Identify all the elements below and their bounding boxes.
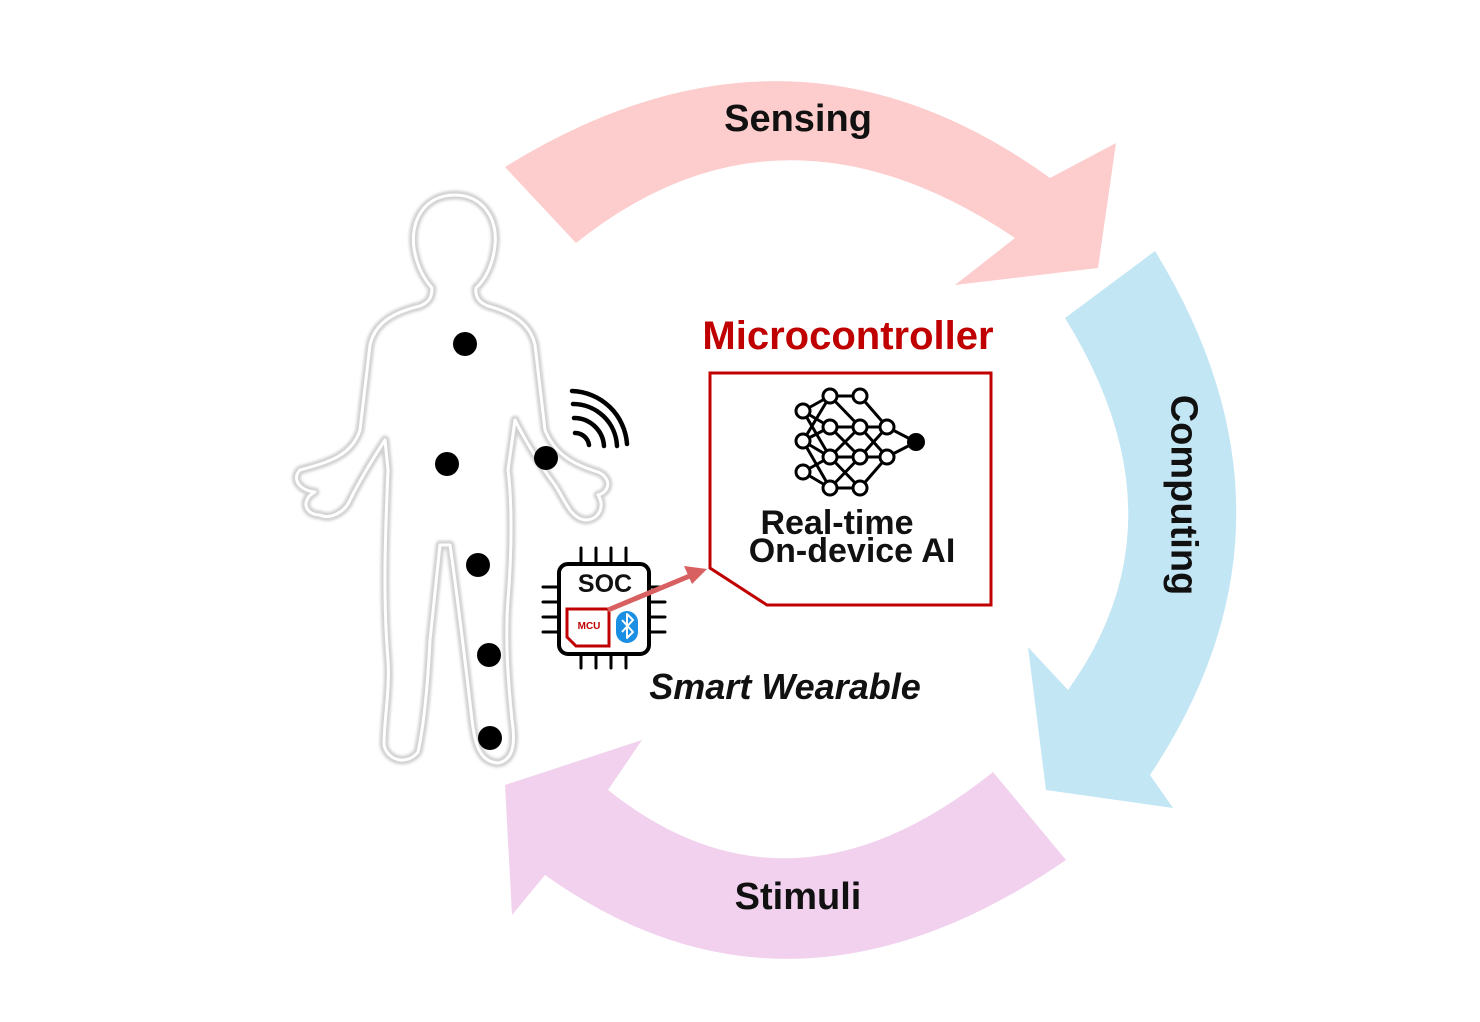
sensor-dot-wrist [534,446,558,470]
wifi-signal-icon [569,388,630,449]
sensor-dot-knee [477,643,501,667]
sensor-dot-chest [453,332,477,356]
bluetooth-icon [616,611,638,643]
computing-arrow [1028,251,1237,808]
sensing-label: Sensing [724,98,872,140]
chip-to-ai-arrow [607,566,707,613]
neural-network-icon [794,387,925,497]
smart-wearable-label: Smart Wearable [649,666,921,707]
human-body-outline-icon [292,190,613,768]
stimuli-label: Stimuli [734,876,862,918]
mcu-label: MCU [577,621,601,632]
ai-label-line2: On-device AI [748,532,956,570]
microcontroller-title: Microcontroller [702,314,994,358]
sensor-dot-ankle [478,726,502,750]
soc-label: SOC [577,570,633,598]
mcu-chip-icon [565,607,611,648]
ai-label-line1: Real-time [760,504,914,542]
sensor-dot-waist [435,452,459,476]
soc-chip-icon [541,546,667,670]
sensor-dot-thigh [466,553,490,577]
stimuli-arrow [505,740,1066,959]
sensing-arrow [505,81,1116,286]
computing-label: Computing [1162,394,1205,596]
